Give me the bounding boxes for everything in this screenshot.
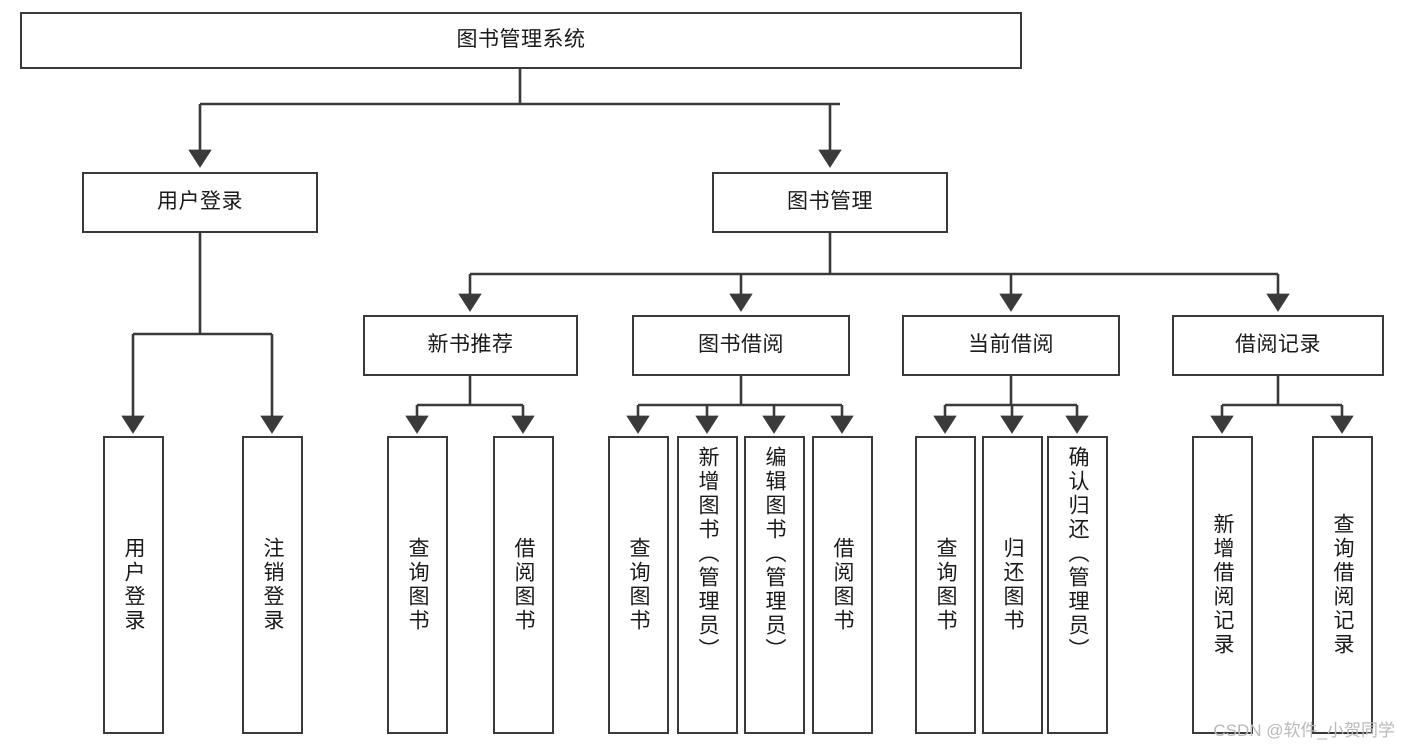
node-book-borrow[interactable]: 图书借阅 [632, 315, 850, 376]
node-label: 查询图书 [406, 537, 429, 633]
node-label: 查询借阅记录 [1331, 513, 1354, 657]
node-label: 用户登录 [122, 537, 145, 633]
node-label: 图书管理 [787, 190, 873, 214]
node-label: 查询图书 [934, 537, 957, 633]
node-borrow-record[interactable]: 借阅记录 [1172, 315, 1384, 376]
leaf-query-borrow-record[interactable]: 查询借阅记录 [1312, 436, 1373, 734]
node-label: 借阅图书 [512, 537, 535, 633]
node-root-system[interactable]: 图书管理系统 [20, 12, 1022, 69]
leaf-borrow-book-recommend[interactable]: 借阅图书 [493, 436, 554, 734]
node-label: 图书管理系统 [456, 28, 586, 52]
node-label: 查询图书 [627, 537, 650, 633]
node-label: 编辑图书（管理员） [763, 446, 786, 662]
node-label: 新增图书（管理员） [696, 446, 719, 662]
node-book-management[interactable]: 图书管理 [712, 172, 948, 233]
node-new-book-recommend[interactable]: 新书推荐 [363, 315, 578, 376]
node-label: 新书推荐 [427, 333, 514, 357]
leaf-query-book-recommend[interactable]: 查询图书 [387, 436, 448, 734]
leaf-user-login[interactable]: 用户登录 [103, 436, 164, 734]
node-label: 新增借阅记录 [1211, 513, 1234, 657]
node-label: 归还图书 [1001, 537, 1024, 633]
node-label: 借阅图书 [831, 537, 854, 633]
leaf-query-book-borrow[interactable]: 查询图书 [608, 436, 669, 734]
node-user-login[interactable]: 用户登录 [82, 172, 318, 233]
leaf-add-book-admin[interactable]: 新增图书（管理员） [677, 436, 738, 734]
node-label: 用户登录 [157, 190, 243, 214]
leaf-confirm-return-admin[interactable]: 确认归还（管理员） [1047, 436, 1108, 734]
leaf-return-book[interactable]: 归还图书 [982, 436, 1043, 734]
node-current-borrow[interactable]: 当前借阅 [902, 315, 1120, 376]
node-label: 借阅记录 [1235, 333, 1321, 357]
node-label: 当前借阅 [968, 333, 1054, 357]
node-label: 注销登录 [261, 537, 284, 633]
leaf-logout-login[interactable]: 注销登录 [242, 436, 303, 734]
node-label: 确认归还（管理员） [1066, 446, 1089, 662]
leaf-borrow-book[interactable]: 借阅图书 [812, 436, 873, 734]
csdn-watermark: CSDN @软件_小贺同学 [1213, 721, 1395, 740]
leaf-query-book-current[interactable]: 查询图书 [915, 436, 976, 734]
leaf-edit-book-admin[interactable]: 编辑图书（管理员） [744, 436, 805, 734]
leaf-add-borrow-record[interactable]: 新增借阅记录 [1192, 436, 1253, 734]
node-label: 图书借阅 [698, 333, 784, 357]
